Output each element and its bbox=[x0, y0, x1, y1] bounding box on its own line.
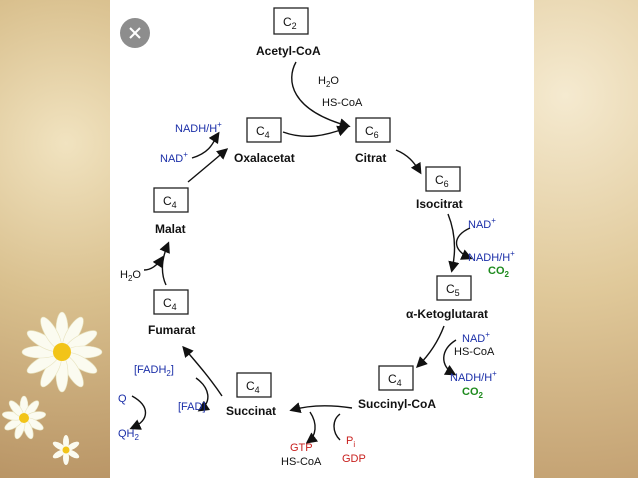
cofactor-hscoa-succinyl: HS-CoA bbox=[281, 456, 322, 468]
svg-text:C4: C4 bbox=[256, 124, 270, 140]
carbon-box-acetyl: C2 bbox=[273, 7, 309, 35]
svg-text:C6: C6 bbox=[365, 124, 379, 140]
arrow-acetyl-to-citrat bbox=[291, 61, 351, 130]
flower-small bbox=[2, 395, 46, 440]
svg-text:C4: C4 bbox=[163, 296, 177, 312]
side-arrow-h2o bbox=[143, 255, 164, 271]
flower-tiny bbox=[52, 435, 80, 465]
cofactor-h2o: H2O bbox=[318, 75, 339, 89]
arrow-fumarat-to-malat bbox=[159, 241, 170, 286]
label-succinyl-coa: Succinyl-CoA bbox=[358, 397, 436, 411]
arrow-succinat-to-fumarat bbox=[182, 345, 223, 397]
side-arrow-nad-isocitrat bbox=[455, 227, 473, 260]
svg-text:C4: C4 bbox=[246, 379, 260, 395]
svg-text:C2: C2 bbox=[283, 15, 297, 31]
cofactor-nadh-isocitrat: NADH/H+ bbox=[468, 249, 515, 264]
cofactor-q: Q bbox=[118, 393, 127, 405]
cofactor-gdp: GDP bbox=[342, 453, 366, 465]
arrow-citrat-to-isocitrat bbox=[395, 149, 422, 175]
cofactor-nad-oxalacetat: NAD+ bbox=[160, 150, 188, 165]
close-button[interactable] bbox=[120, 18, 150, 48]
label-succinat: Succinat bbox=[226, 404, 276, 418]
carbon-box-isocitrat: C6 bbox=[425, 166, 461, 192]
arrow-oxalacetat-to-citrat bbox=[282, 125, 349, 137]
label-acetyl-coa: Acetyl-CoA bbox=[256, 44, 321, 58]
side-arrow-gtp bbox=[305, 411, 319, 444]
carbon-box-citrat: C6 bbox=[355, 117, 391, 143]
svg-text:C6: C6 bbox=[435, 173, 449, 189]
label-isocitrat: Isocitrat bbox=[416, 197, 463, 211]
cofactor-nadh-oxalacetat: NADH/H+ bbox=[175, 120, 222, 135]
carbon-box-fumarat: C4 bbox=[153, 289, 189, 315]
carbon-box-malat: C4 bbox=[153, 187, 189, 213]
label-malat: Malat bbox=[155, 222, 186, 236]
right-paper-background bbox=[534, 0, 638, 478]
cofactor-h2o-fumarat: H2O bbox=[120, 269, 141, 283]
arrow-ketoglutarat-to-succinyl-coa bbox=[416, 325, 445, 368]
side-arrow-q bbox=[129, 395, 147, 430]
label-fumarat: Fumarat bbox=[148, 323, 195, 337]
carbon-box-oxalacetat: C4 bbox=[246, 117, 282, 143]
cofactor-qh2: QH2 bbox=[118, 428, 140, 442]
cofactor-nadh-ketoglutarat: NADH/H+ bbox=[450, 369, 497, 384]
left-paper-background bbox=[0, 0, 110, 478]
cofactor-hscoa: HS-CoA bbox=[322, 97, 363, 109]
svg-text:C5: C5 bbox=[446, 282, 460, 298]
diagram-panel bbox=[110, 0, 534, 478]
cofactor-fad: [FAD] bbox=[178, 401, 206, 413]
label-citrat: Citrat bbox=[355, 151, 386, 165]
close-icon bbox=[129, 27, 141, 39]
cofactor-nad-isocitrat: NAD+ bbox=[468, 216, 496, 231]
side-arrow-nad-ketoglutarat bbox=[443, 339, 457, 376]
cofactor-hscoa-ketoglutarat: HS-CoA bbox=[454, 346, 495, 358]
label-oxalacetat: Oxalacetat bbox=[234, 151, 295, 165]
arrow-isocitrat-to-ketoglutarat bbox=[447, 213, 460, 273]
flower-large bbox=[21, 311, 103, 393]
svg-text:C4: C4 bbox=[388, 372, 402, 388]
label-ketoglutarat: α-Ketoglutarat bbox=[406, 307, 488, 321]
cofactor-pi: Pi bbox=[346, 435, 355, 449]
carbon-box-succinyl-coa: C4 bbox=[378, 365, 414, 391]
arrow-malat-to-oxalacetat bbox=[187, 148, 229, 183]
cofactor-gtp: GTP bbox=[290, 442, 313, 454]
cofactor-co2-isocitrat: CO2 bbox=[488, 265, 510, 279]
cofactor-co2-ketoglutarat: CO2 bbox=[462, 386, 484, 400]
side-arrow-nad-oxalacetat bbox=[191, 131, 220, 159]
flower-decoration bbox=[2, 311, 103, 465]
side-arrow-pi bbox=[333, 413, 341, 441]
svg-text:C4: C4 bbox=[163, 194, 177, 210]
carbon-box-succinat: C4 bbox=[236, 372, 272, 398]
cofactor-nad-ketoglutarat: NAD+ bbox=[462, 330, 490, 345]
arrow-succinyl-coa-to-succinat bbox=[289, 402, 353, 414]
cofactor-fadh2: [FADH2] bbox=[134, 364, 174, 378]
side-arrow-fad bbox=[195, 377, 211, 412]
carbon-box-ketoglutarat: C5 bbox=[436, 275, 472, 301]
